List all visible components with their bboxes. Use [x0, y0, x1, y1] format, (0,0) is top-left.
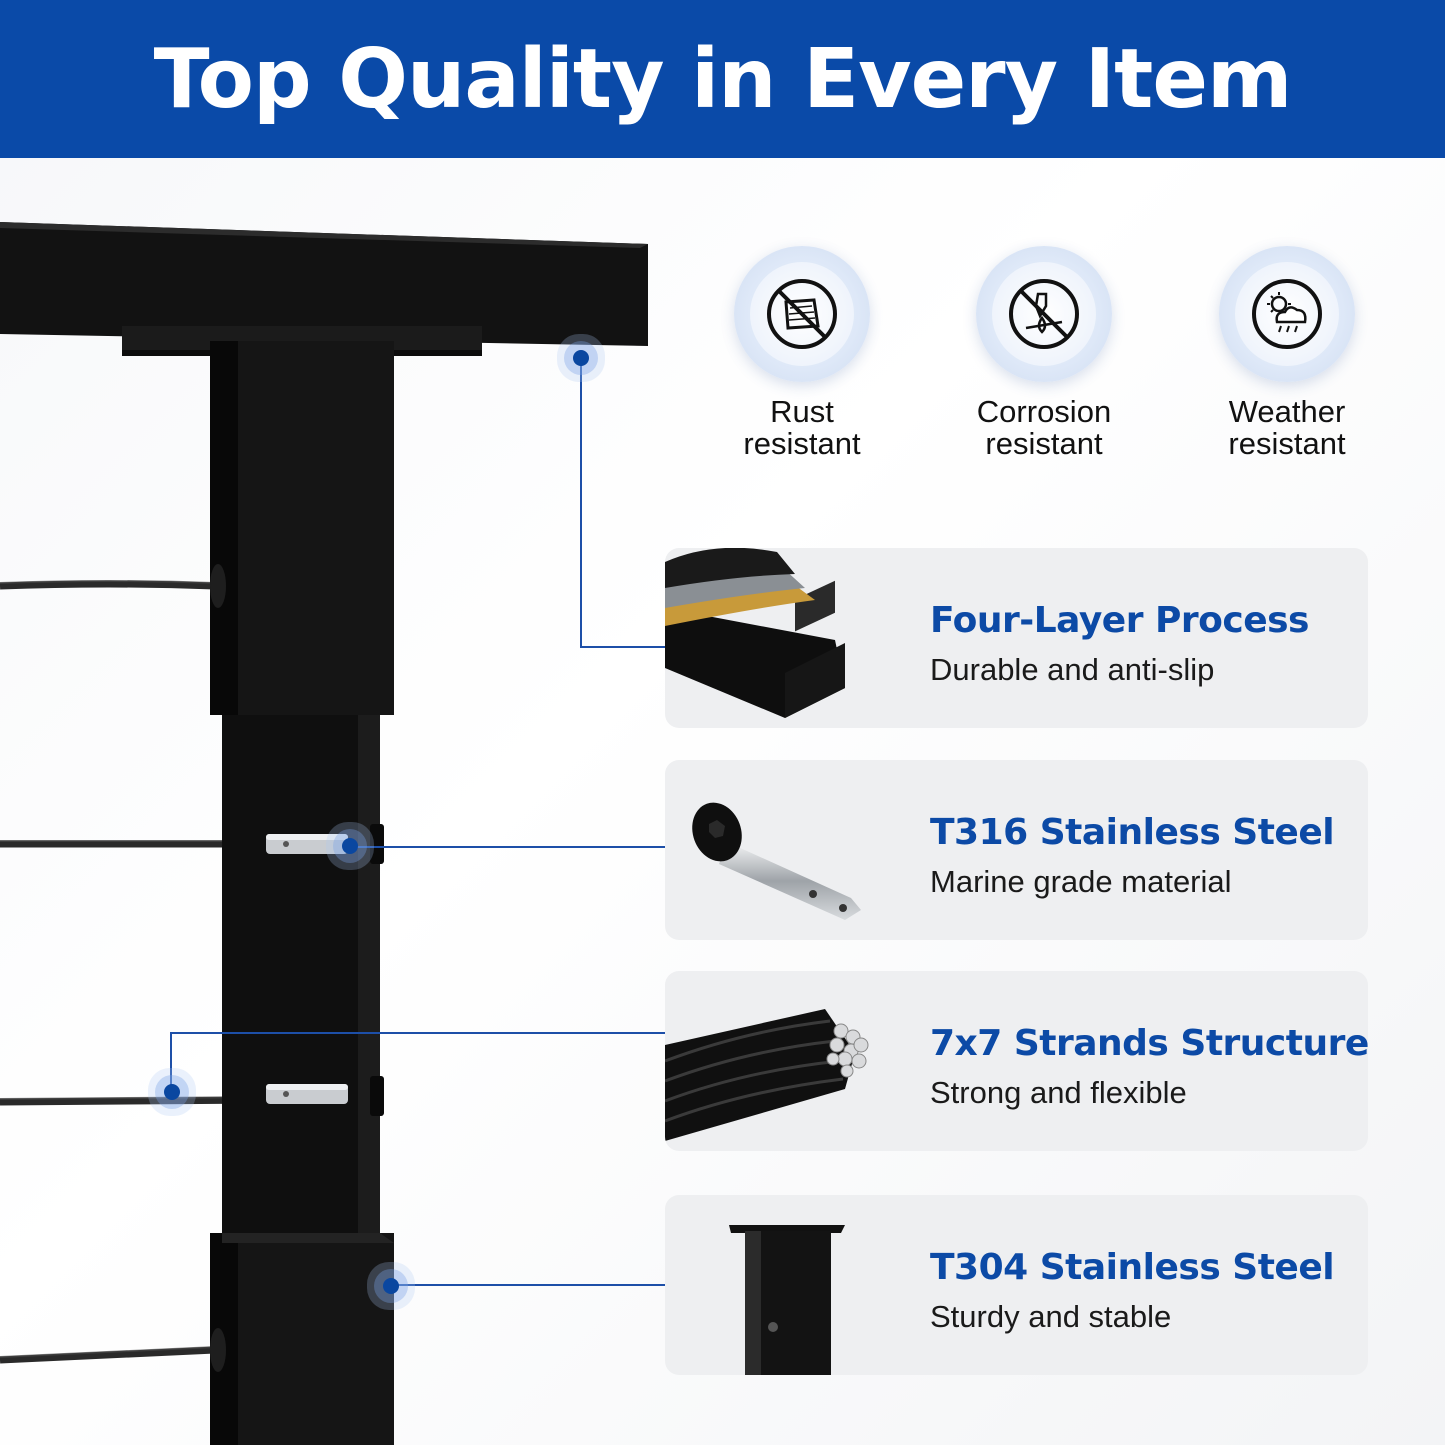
- coated-tube-image: [665, 548, 845, 718]
- feature-corrosion: Corrosion resistant: [924, 246, 1164, 460]
- callout-line-3a: [170, 1032, 666, 1034]
- title-banner: Top Quality in Every Item: [0, 0, 1445, 158]
- card-subtitle: Strong and flexible: [930, 1075, 1187, 1110]
- card-title: T316 Stainless Steel: [930, 812, 1335, 853]
- callout-line-2: [350, 846, 666, 848]
- card-subtitle: Sturdy and stable: [930, 1299, 1172, 1334]
- callout-dot-1: [573, 350, 589, 366]
- card-7x7: 7x7 Strands Structure Strong and flexibl…: [665, 971, 1368, 1151]
- card-t304: T304 Stainless Steel Sturdy and stable: [665, 1195, 1368, 1375]
- cable-fitting-lower: [266, 1076, 384, 1116]
- lower-post: [210, 1233, 394, 1445]
- weather-icon: [1252, 279, 1322, 349]
- callout-dot-4: [383, 1278, 399, 1294]
- card-title: Four-Layer Process: [930, 600, 1309, 641]
- tension-pin-image: [692, 802, 861, 920]
- feature-label-rust: Rust resistant: [743, 394, 861, 461]
- callout-line-4: [390, 1284, 666, 1286]
- middle-post: [222, 715, 380, 1235]
- callout-line-1b: [580, 646, 666, 648]
- rust-icon: [767, 279, 837, 349]
- cable-fitting-upper: [266, 824, 384, 864]
- card-subtitle: Durable and anti-slip: [930, 652, 1215, 687]
- corrosion-icon: [1009, 279, 1079, 349]
- callout-line-3b: [170, 1032, 172, 1094]
- upper-post: [210, 341, 394, 715]
- railing-post-illustration: [0, 222, 648, 1445]
- card-title: T304 Stainless Steel: [930, 1247, 1335, 1288]
- page-title: Top Quality in Every Item: [153, 31, 1293, 127]
- post-image: [729, 1225, 845, 1375]
- card-t316: T316 Stainless Steel Marine grade materi…: [665, 760, 1368, 940]
- feature-label-corrosion: Corrosion resistant: [976, 394, 1112, 461]
- card-four-layer: Four-Layer Process Durable and anti-slip: [665, 548, 1368, 728]
- feature-label-weather: Weather resistant: [1228, 394, 1346, 461]
- feature-rust: Rust resistant: [682, 246, 922, 460]
- handrail: [0, 222, 648, 346]
- card-title: 7x7 Strands Structure: [930, 1023, 1368, 1064]
- callout-line-1: [580, 362, 582, 648]
- feature-weather: Weather resistant: [1167, 246, 1407, 460]
- cable-strands-image: [665, 1009, 869, 1141]
- callout-dot-3: [164, 1084, 180, 1100]
- card-subtitle: Marine grade material: [930, 864, 1232, 899]
- callout-dot-2: [342, 838, 358, 854]
